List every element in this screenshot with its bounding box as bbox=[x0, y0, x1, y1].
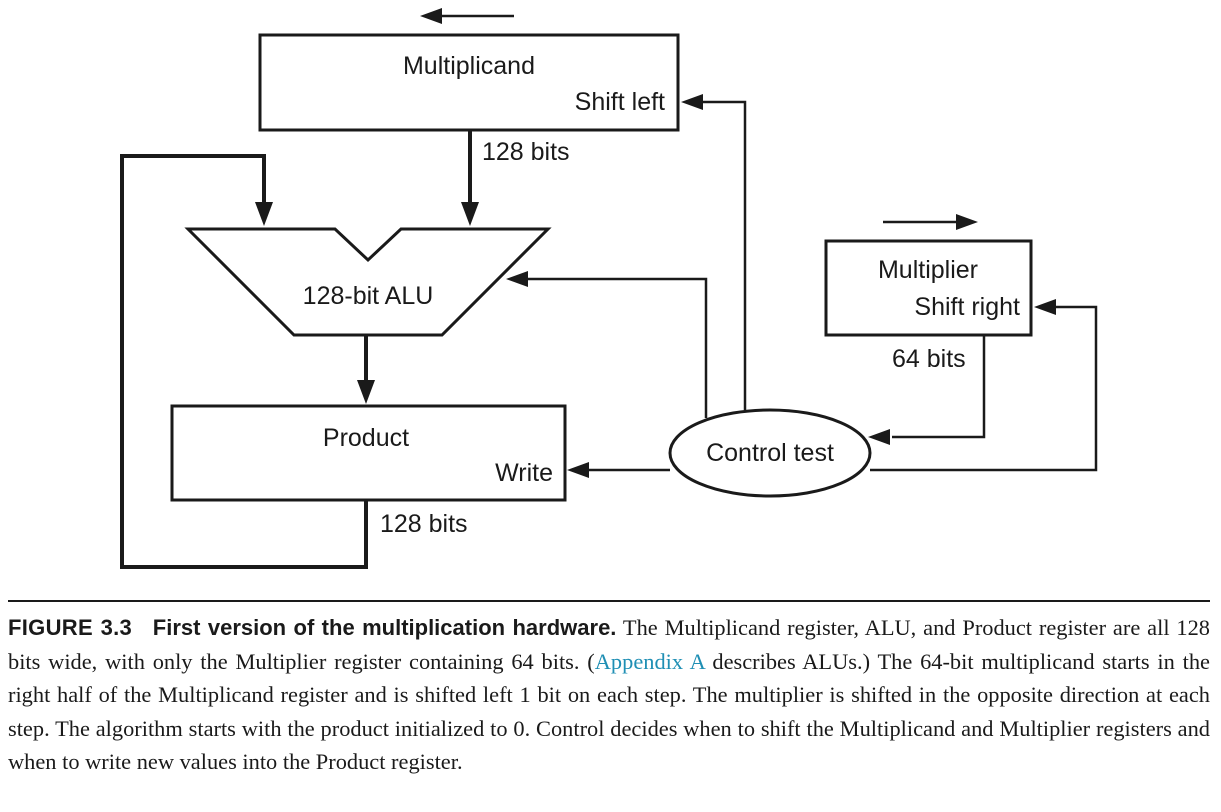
product-action-label: Write bbox=[495, 459, 553, 487]
multiplicand-action-label: Shift left bbox=[575, 88, 665, 116]
caption-divider bbox=[8, 600, 1210, 602]
multiplication-hardware-diagram: Multiplicand Shift left 128 bits 128-bit… bbox=[120, 8, 1098, 569]
shift-left-direction-arrow bbox=[420, 8, 514, 24]
multiplier-register: Multiplier Shift right bbox=[824, 239, 1033, 337]
multiplicand-register: Multiplicand Shift left bbox=[258, 33, 680, 132]
appendix-link[interactable]: Appendix A bbox=[594, 648, 705, 674]
multiplier-label: Multiplier bbox=[878, 256, 978, 284]
control-to-multiplier-line bbox=[870, 299, 1098, 472]
figure-label: FIGURE 3.3 bbox=[8, 615, 133, 640]
control-to-product-line bbox=[567, 462, 670, 478]
control-test-unit: Control test bbox=[668, 408, 872, 498]
product-feedback-bus bbox=[120, 154, 368, 569]
multiplier-to-control-line bbox=[868, 335, 986, 445]
control-to-alu-line bbox=[506, 271, 708, 418]
multiplicand-width-label: 128 bits bbox=[482, 138, 570, 166]
alu-label: 128-bit ALU bbox=[303, 282, 434, 310]
shift-right-direction-arrow bbox=[883, 214, 978, 230]
multiplicand-label: Multiplicand bbox=[403, 52, 535, 80]
product-label: Product bbox=[323, 424, 409, 452]
alu-to-product-bus bbox=[357, 335, 375, 404]
figure-title: First version of the multiplication hard… bbox=[152, 615, 617, 640]
alu: 128-bit ALU bbox=[184, 227, 552, 337]
figure-caption: FIGURE 3.3 First version of the multipli… bbox=[8, 611, 1210, 779]
caption-text-part-1: The Multiplicand register, ALU, and Prod… bbox=[8, 615, 1211, 674]
caption-text-part-2: describes ALUs.) The 64-bit multiplicand… bbox=[8, 648, 1210, 775]
multiplier-action-label: Shift right bbox=[914, 293, 1020, 321]
control-test-label: Control test bbox=[706, 439, 834, 467]
product-register: Product Write bbox=[170, 404, 567, 502]
multiplier-width-label: 64 bits bbox=[892, 345, 966, 373]
control-to-multiplicand-line bbox=[681, 94, 747, 410]
multiplicand-to-alu-bus bbox=[461, 130, 479, 226]
product-width-label: 128 bits bbox=[380, 510, 468, 538]
